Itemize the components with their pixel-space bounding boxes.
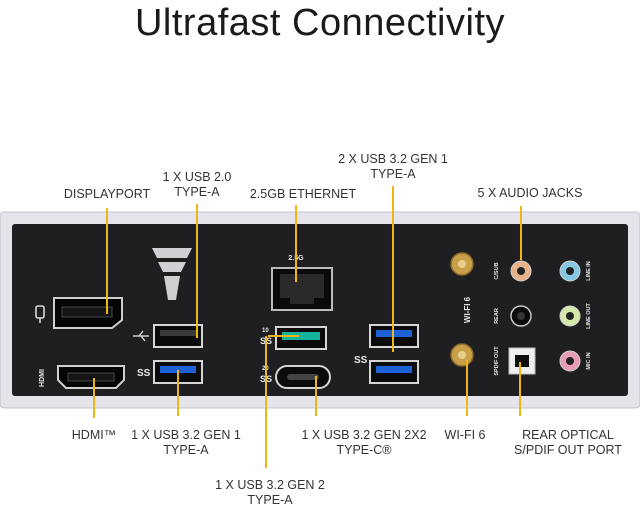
usb20-port [153,324,203,348]
label-usb-c: 1 X USB 3.2 GEN 2X2 TYPE-C® [301,428,426,458]
label-usb32-gen2: 1 X USB 3.2 GEN 2 TYPE-A [215,478,325,508]
page-title: Ultrafast Connectivity [134,2,505,44]
label-usb32-gen1-dual-line1: 2 X USB 3.2 GEN 1 [338,152,448,166]
label-optical-line2: S/PDIF OUT PORT [514,443,622,457]
label-usb20-line1: 1 X USB 2.0 [162,170,232,184]
label-usb32-gen2-line2: TYPE-A [247,493,293,507]
ss-dual-icon: SS [354,355,368,366]
label-displayport: DISPLAYPORT [63,187,151,201]
label-usb32-gen1-single-line2: TYPE-A [163,443,209,457]
label-optical: REAR OPTICAL S/PDIF OUT PORT [514,428,622,458]
label-usb-c-line2: TYPE-C® [336,443,392,457]
wifi-plate-label: WI-FI 6 [463,296,472,323]
spdif-plate-label: SPDIF OUT [494,346,500,376]
wifi-antenna-top [450,252,474,276]
label-usb32-gen1-dual: 2 X USB 3.2 GEN 1 TYPE-A [338,152,448,182]
label-wifi6: WI-FI 6 [444,428,486,442]
mic-in-plate-label: MIC IN [586,352,592,369]
label-hdmi: HDMI™ [71,428,117,442]
csub-plate-label: C/SUB [494,262,500,279]
callout-lines [93,186,522,468]
line-out-plate-label: LINE OUT [586,303,592,329]
label-optical-line1: REAR OPTICAL [522,428,614,442]
audio-jacks [510,260,581,372]
usb32-gen2-teal-port [275,326,327,350]
label-usb-c-line1: 1 X USB 3.2 GEN 2X2 [301,428,427,442]
label-usb20: 1 X USB 2.0 TYPE-A [163,170,232,200]
displayport-port [53,297,123,329]
label-usb32-gen1-dual-line2: TYPE-A [370,167,416,181]
label-usb32-gen1-single-line1: 1 X USB 3.2 GEN 1 [131,428,241,442]
line-in-plate-label: LINE IN [586,261,592,281]
wifi-antenna-bottom [450,343,474,367]
displayport-icon [35,305,45,323]
usb-symbol-icon [133,330,149,342]
label-ethernet: 2.5GB ETHERNET [249,187,357,201]
ethernet-port [271,267,333,311]
label-usb32-gen1-single: 1 X USB 3.2 GEN 1 TYPE-A [131,428,241,458]
rear-plate-label: REAR [494,308,500,324]
ss10-number: 10 [262,328,269,334]
hdmi-plate-label: HDMI [39,369,46,387]
ss-usb-icon: SS [137,368,151,379]
label-usb32-gen2-line1: 1 X USB 3.2 GEN 2 [215,478,325,492]
tuf-logo-icon [152,248,192,300]
hdmi-port [57,365,125,389]
spdif-optical-port [508,347,536,375]
usb-c-port [275,365,331,389]
label-usb20-line2: TYPE-A [174,185,220,199]
label-audio: 5 X AUDIO JACKS [477,186,583,200]
